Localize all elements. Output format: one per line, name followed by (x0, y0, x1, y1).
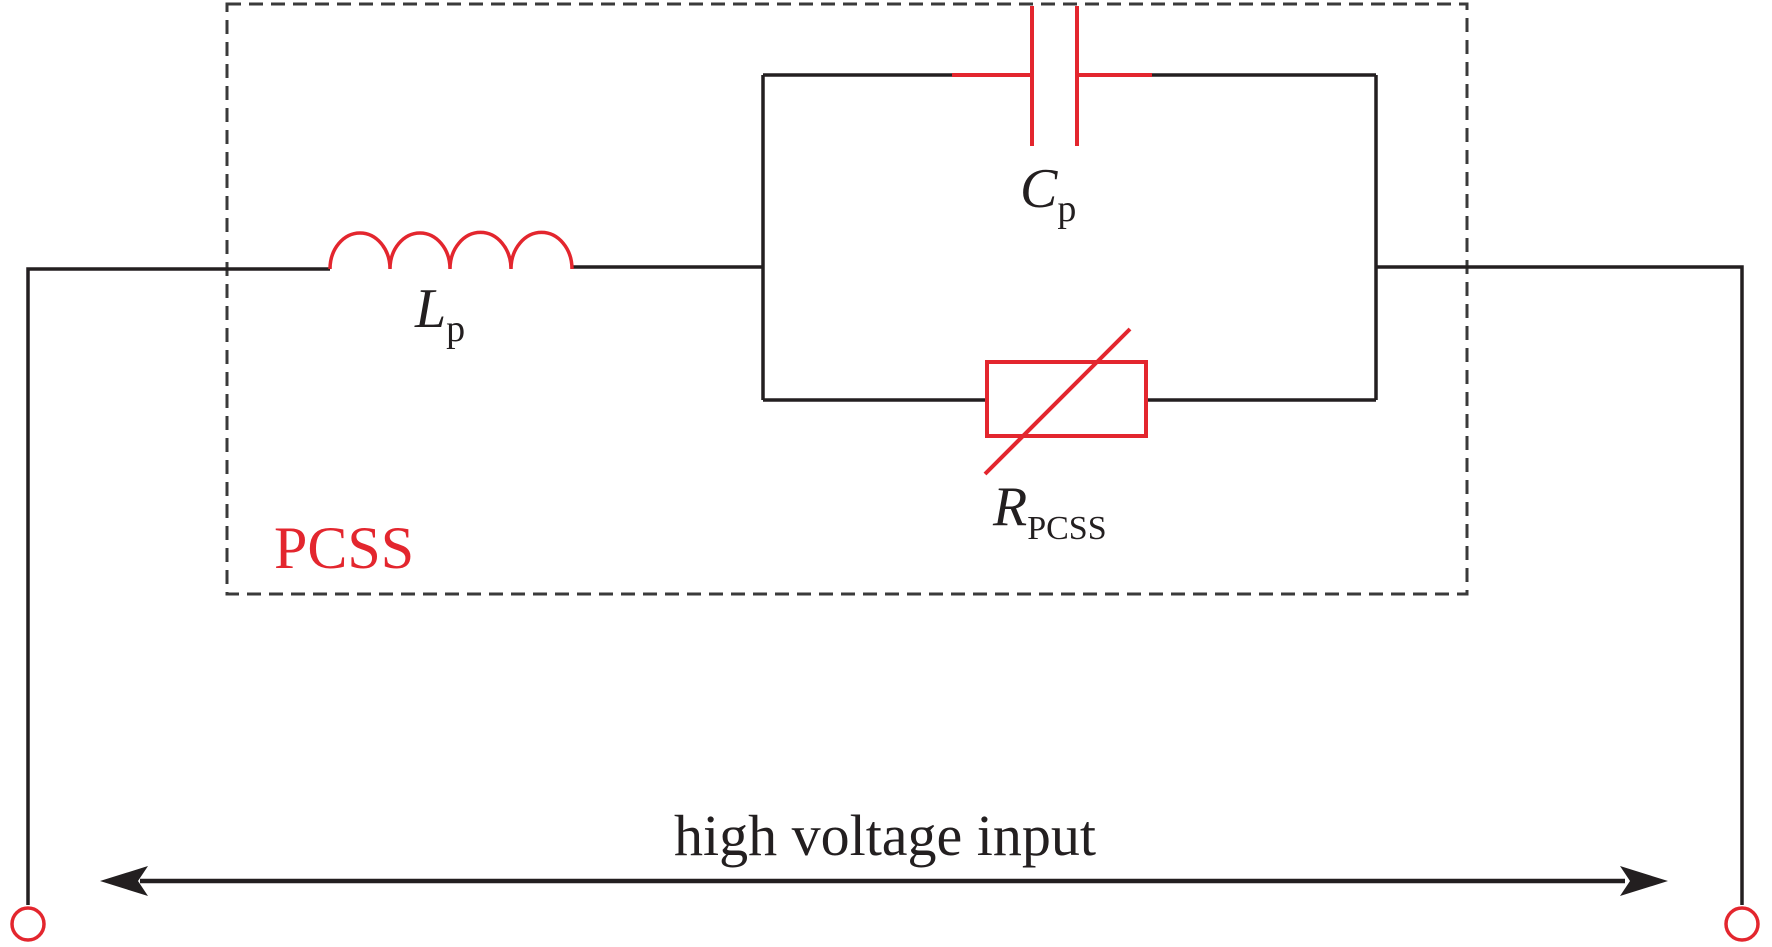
inductor-label: Lp (414, 278, 465, 350)
double-headed-arrow-icon (100, 866, 1668, 896)
pcss-enclosure-label: PCSS (274, 515, 414, 581)
inductor-coil-icon (328, 230, 574, 270)
input-arrow-label: high voltage input (674, 803, 1096, 868)
left-terminal-icon (10, 906, 46, 942)
right-terminal-icon (1724, 906, 1760, 942)
right-lead-wire (1376, 265, 1744, 905)
resistor-label: RPCSS (992, 476, 1107, 547)
capacitor-label: Cp (1020, 158, 1076, 230)
left-lead-wire (26, 267, 330, 905)
wiring (26, 73, 1744, 905)
capacitor-icon (952, 6, 1152, 146)
variable-resistor-icon (983, 327, 1148, 476)
pcss-enclosure-boundary (225, 2, 1469, 596)
